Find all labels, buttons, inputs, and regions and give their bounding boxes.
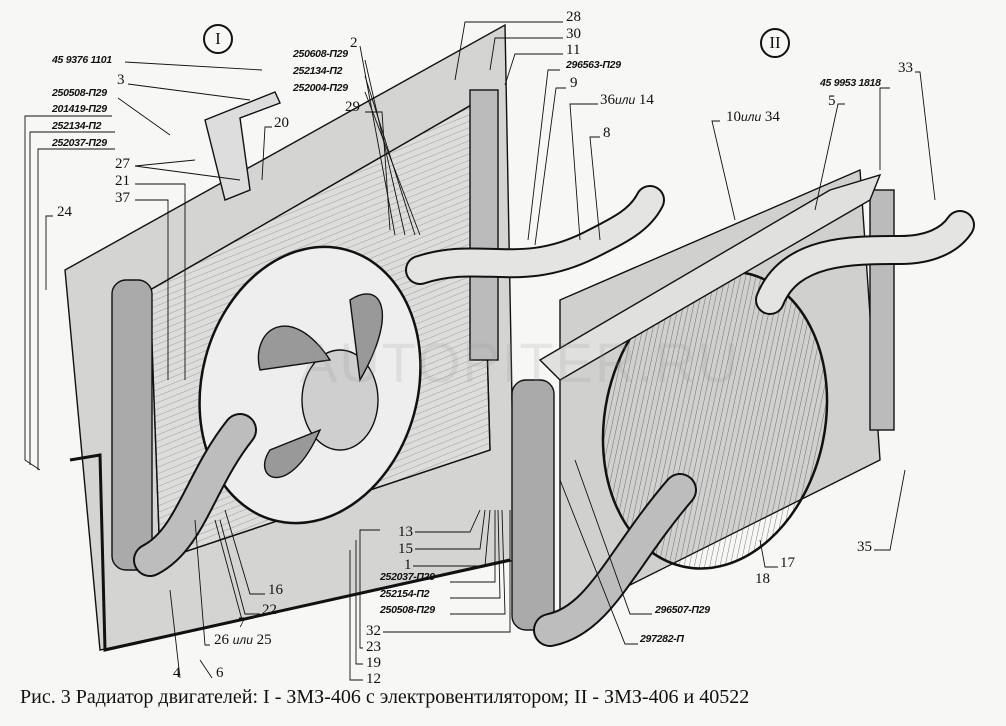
part-label: 252037-П29 xyxy=(52,137,107,149)
or-text: или xyxy=(615,93,636,107)
left-tank-ii xyxy=(511,379,555,631)
part-number: 14 xyxy=(638,92,654,108)
part-label: 8 xyxy=(603,125,611,141)
part-label: 11 xyxy=(566,42,581,58)
part-number: 25 xyxy=(256,632,272,648)
part-label: 297282-П xyxy=(640,633,684,645)
part-label: 16 xyxy=(268,582,283,598)
part-label: 21 xyxy=(115,173,130,189)
part-number: 10 xyxy=(726,109,741,125)
part-label: 250508-П29 xyxy=(380,604,435,616)
part-label: 5 xyxy=(828,93,836,109)
part-label: 37 xyxy=(115,190,130,206)
fan-blade xyxy=(257,325,332,371)
part-label: 2 xyxy=(350,35,358,51)
part-label: 252037-П29 xyxy=(380,571,435,583)
part-label: 13 xyxy=(398,524,413,540)
part-label: 28 xyxy=(566,9,581,25)
part-number: 34 xyxy=(764,109,780,125)
part-label-group: 36или 14 xyxy=(600,93,654,108)
part-label: 252134-П2 xyxy=(52,120,102,132)
part-label: 20 xyxy=(274,115,289,131)
part-label: 250508-П29 xyxy=(52,87,107,99)
part-label: 3 xyxy=(117,72,125,88)
part-label: 32 xyxy=(366,623,381,639)
section-i-marker: I xyxy=(203,24,233,54)
part-label: 201419-П29 xyxy=(52,103,107,115)
part-label: 6 xyxy=(216,665,224,681)
part-label: 7 xyxy=(238,615,246,631)
part-label: 17 xyxy=(780,555,795,571)
right-tank-i xyxy=(469,89,499,361)
part-label: 1 xyxy=(404,557,412,573)
part-label: 29 xyxy=(345,99,360,115)
part-label: 296507-П29 xyxy=(655,604,710,616)
leader-lines xyxy=(24,21,936,681)
part-label-group: 10или 34 xyxy=(726,110,780,125)
part-label: 296563-П29 xyxy=(566,59,621,71)
part-label: 12 xyxy=(366,671,381,687)
part-label: 18 xyxy=(755,571,770,587)
bracket-3 xyxy=(204,91,281,201)
part-label: 35 xyxy=(857,539,872,555)
part-label: 30 xyxy=(566,26,581,42)
part-label: 45 9953 1818 xyxy=(820,77,881,89)
right-tank-ii xyxy=(869,189,895,431)
section-ii-marker: II xyxy=(760,28,790,58)
part-label: 19 xyxy=(366,655,381,671)
part-number: 26 xyxy=(214,632,229,648)
part-label: 250608-П29 xyxy=(293,48,348,60)
top-tank-ii xyxy=(538,173,882,381)
part-label: 22 xyxy=(262,602,277,618)
or-text: или xyxy=(232,633,253,647)
part-label: 24 xyxy=(57,204,72,220)
left-tank-i xyxy=(111,279,153,571)
part-label: 4 xyxy=(173,665,181,681)
watermark: AUTOPITER.RU xyxy=(300,331,740,394)
figure-caption: Рис. 3 Радиатор двигателей: I - ЗМЗ-406 … xyxy=(20,686,750,708)
part-number: 36 xyxy=(600,92,615,108)
part-label: 15 xyxy=(398,541,413,557)
part-label: 27 xyxy=(115,156,130,172)
frame-bar xyxy=(69,453,511,652)
part-label: 252134-П2 xyxy=(293,65,343,77)
part-label: 252154-П2 xyxy=(380,588,430,600)
part-label: 252004-П29 xyxy=(293,82,348,94)
part-label-group: 26 или 25 xyxy=(214,633,272,648)
part-label: 23 xyxy=(366,639,381,655)
or-text: или xyxy=(741,110,762,124)
part-label: 9 xyxy=(570,75,578,91)
part-label: 33 xyxy=(898,60,913,76)
part-label: 45 9376 1101 xyxy=(52,54,112,66)
